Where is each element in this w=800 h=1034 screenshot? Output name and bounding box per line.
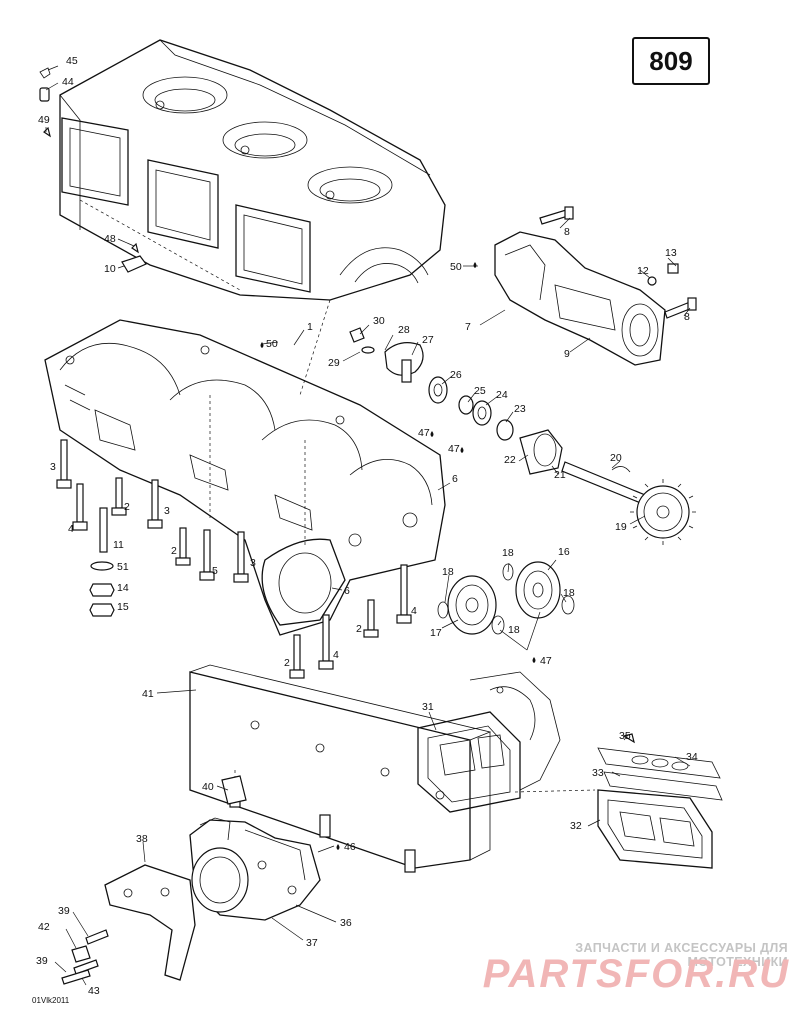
callout-47b: 47 [448, 443, 460, 455]
watermark-brand: PARTSFOR.RU [482, 952, 790, 996]
callout-33: 33 [592, 767, 604, 779]
callout-23: 23 [514, 403, 526, 415]
callout-39a: 39 [58, 905, 70, 917]
callout-18c: 18 [563, 587, 575, 599]
callout-46: 46 [344, 841, 356, 853]
callout-50a: 50 [266, 338, 278, 350]
callout-3a: 3 [50, 461, 56, 473]
watermark-tagline: ЗАПЧАСТИ И АКСЕССУАРЫ ДЛЯ МОТОТЕХНИКИ [575, 941, 788, 969]
callout-20: 20 [610, 452, 622, 464]
callout-1: 1 [307, 321, 313, 333]
callout-42: 42 [38, 921, 50, 933]
callout-3b: 3 [164, 505, 170, 517]
pump-shaft-gear [561, 461, 696, 545]
callout-27: 27 [422, 334, 434, 346]
callout-49: 49 [38, 114, 50, 126]
callout-47a: 47 [418, 427, 430, 439]
callout-5: 5 [212, 565, 218, 577]
page-number-box: 809 [632, 37, 710, 85]
callout-14: 14 [117, 582, 129, 594]
callout-10: 10 [104, 263, 116, 275]
callout-26: 26 [450, 369, 462, 381]
callout-40: 40 [202, 781, 214, 793]
callout-8a: 8 [564, 226, 570, 238]
callout-17: 17 [430, 627, 442, 639]
callout-51: 51 [117, 561, 129, 573]
callout-50b: 50 [450, 261, 462, 273]
callout-44: 44 [62, 76, 74, 88]
callout-28: 28 [398, 324, 410, 336]
callout-19: 19 [615, 521, 627, 533]
callout-35: 35 [619, 730, 631, 742]
reed-cage-group [417, 671, 723, 869]
callout-38: 38 [136, 833, 148, 845]
callout-4b: 4 [411, 605, 417, 617]
sealant-markers [260, 262, 536, 850]
callout-31: 31 [422, 701, 434, 713]
callout-7: 7 [465, 321, 471, 333]
callout-41: 41 [142, 688, 154, 700]
callout-37: 37 [306, 937, 318, 949]
callout-2b: 2 [171, 545, 177, 557]
cylinder-block [59, 39, 446, 301]
callout-2c: 2 [356, 623, 362, 635]
impeller-group [349, 327, 424, 383]
callout-45: 45 [66, 55, 78, 67]
callout-47c: 47 [540, 655, 552, 667]
callout-18d: 18 [508, 624, 520, 636]
pump-housing [494, 206, 697, 366]
callout-43: 43 [88, 985, 100, 997]
callout-18a: 18 [442, 566, 454, 578]
callout-13: 13 [665, 247, 677, 259]
callout-30: 30 [373, 315, 385, 327]
callout-4c: 4 [333, 649, 339, 661]
callout-16: 16 [558, 546, 570, 558]
callout-25: 25 [474, 385, 486, 397]
callout-18b: 18 [502, 547, 514, 559]
callout-15: 15 [117, 601, 129, 613]
outlet-housing [189, 817, 321, 921]
callout-4a: 4 [68, 523, 74, 535]
manifold-41 [189, 664, 492, 873]
callout-2d: 2 [284, 657, 290, 669]
callout-48: 48 [104, 233, 116, 245]
bracket-38 [61, 864, 196, 985]
callout-21: 21 [554, 469, 566, 481]
ring-40 [221, 775, 247, 805]
leader-lines [45, 65, 691, 986]
crankcase-bolts [56, 439, 412, 679]
callout-3c: 3 [250, 557, 256, 569]
small-fittings-45-44-49 [39, 67, 51, 138]
document-code: 01Vlk2011 [32, 996, 70, 1005]
page-number: 809 [649, 45, 693, 76]
fitting-48-10 [121, 242, 147, 273]
callout-32: 32 [570, 820, 582, 832]
callout-11: 11 [113, 539, 124, 551]
callout-labels: 45 44 49 48 10 1 50 30 28 27 29 8 50 13 … [36, 55, 698, 997]
callout-24: 24 [496, 389, 508, 401]
lower-crankcase [44, 299, 446, 636]
callout-6a: 6 [452, 473, 458, 485]
callout-2a: 2 [124, 501, 130, 513]
callout-34: 34 [686, 751, 698, 763]
gear-pair [437, 561, 575, 635]
callout-39b: 39 [36, 955, 48, 967]
callout-6b: 6 [344, 585, 350, 597]
callout-29: 29 [328, 357, 340, 369]
callout-8b: 8 [684, 311, 690, 323]
callout-12: 12 [637, 265, 649, 277]
callout-9: 9 [564, 348, 570, 360]
callout-36: 36 [340, 917, 352, 929]
callout-22: 22 [504, 454, 516, 466]
